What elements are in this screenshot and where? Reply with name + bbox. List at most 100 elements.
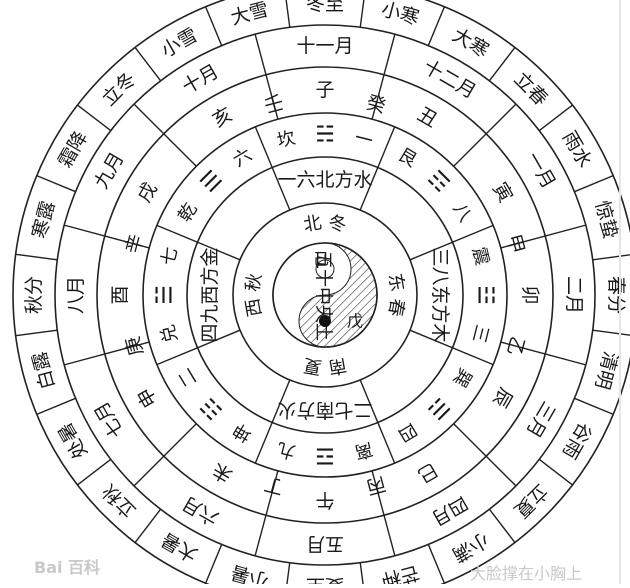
trigram-name: 震: [468, 245, 493, 268]
month-label: 七月: [90, 398, 128, 442]
trigram-symbol-icon: ☰: [196, 166, 228, 198]
trigram-number: 九: [275, 438, 298, 463]
month-divider: [453, 103, 517, 167]
branch-label: 丑: [414, 103, 441, 132]
month-divider: [133, 423, 197, 487]
baidu-watermark: Bai 百科: [34, 558, 101, 577]
month-divider: [371, 34, 396, 120]
author-watermark: 大脸撑在小胸上: [470, 564, 583, 583]
solar-term-divider: [359, 0, 365, 28]
month-label: 五月: [306, 533, 344, 555]
direction-phrase: 一六北方水: [277, 169, 372, 191]
month-divider: [371, 470, 396, 556]
month-label: 一月: [522, 149, 560, 193]
trigram-name: 乾: [174, 199, 201, 225]
heavenly-stem-label: 壬: [262, 92, 286, 118]
heavenly-stem-label: 甲: [502, 232, 528, 256]
month-label: 六月: [179, 492, 223, 530]
branch-label: 亥: [209, 103, 236, 132]
month-divider: [500, 341, 586, 366]
branch-label: 卯: [519, 285, 541, 304]
direction-phrase: 二七南方火: [277, 399, 372, 421]
solar-term-label: 小雪: [158, 24, 202, 62]
trigram-divider: [254, 126, 291, 211]
heavenly-stem-label: 丁: [262, 472, 286, 498]
ring-6: [12, 0, 630, 588]
month-label: 十一月: [296, 35, 353, 57]
center-ji-label: 己: [313, 250, 329, 269]
month-label: 十月: [179, 60, 223, 98]
solar-term-label: 夏至: [306, 575, 344, 584]
solar-term-divider: [77, 458, 112, 486]
trigram-symbol-icon: ☷: [196, 392, 228, 424]
trigram-number: 七: [157, 245, 182, 268]
trigram-number: 四: [394, 418, 420, 445]
solar-term-label: 霜降: [54, 128, 92, 172]
solar-term-divider: [592, 329, 630, 336]
trigram-divider: [359, 126, 396, 211]
solar-term-label: 惊蛰: [591, 198, 622, 240]
heavenly-stem-label: 庚: [122, 334, 148, 358]
season-label: 夏: [302, 354, 323, 378]
solar-term-divider: [538, 458, 573, 486]
solar-term-label: 春分: [605, 276, 627, 314]
trigram-number: 八: [448, 199, 475, 225]
direction-label: 南: [327, 354, 348, 378]
solar-term-label: 小暑: [228, 561, 270, 584]
solar-term-label: 白露: [28, 349, 59, 391]
solar-term-label: 芒种: [379, 561, 421, 584]
solar-term-label: 冬至: [306, 0, 344, 15]
trigram-symbol-icon: ☵: [315, 123, 335, 148]
trigram-symbol-icon: ☴: [422, 392, 454, 424]
branch-label: 巳: [414, 458, 441, 487]
month-divider: [64, 341, 150, 366]
direction-phrase: 四九西方金: [199, 247, 221, 342]
month-divider: [500, 224, 586, 249]
month-label: 三月: [522, 398, 560, 442]
trigram-number: 一: [352, 127, 375, 152]
trigram-symbol-icon: ☱: [153, 285, 178, 305]
trigram-name: 坎: [275, 127, 298, 152]
solar-term-divider: [285, 562, 291, 588]
trigram-divider: [409, 329, 494, 366]
solar-term-divider: [204, 544, 223, 584]
branch-label: 酉: [109, 285, 131, 304]
solar-term-divider: [77, 104, 112, 132]
heavenly-stem-label: 丙: [364, 472, 388, 498]
solar-term-divider: [359, 562, 365, 588]
season-label: 冬: [327, 212, 348, 236]
solar-term-label: 清明: [591, 349, 622, 391]
solar-term-divider: [134, 508, 162, 543]
solar-term-divider: [574, 174, 614, 193]
branch-label: 午: [315, 489, 334, 511]
ring-2: [186, 156, 464, 434]
trigram-name: 离: [352, 438, 375, 463]
branch-label: 寅: [488, 179, 517, 206]
yin-yang-icon: [272, 242, 378, 348]
trigram-divider: [359, 379, 396, 464]
solar-term-divider: [488, 47, 516, 82]
trigram-name: 坤: [229, 418, 255, 445]
solar-term-label: 处暑: [54, 419, 92, 463]
direction-label: 东: [384, 272, 408, 293]
heavenly-stem-label: 癸: [364, 92, 388, 118]
ring-4: [96, 66, 554, 524]
solar-term-divider: [488, 508, 516, 543]
solar-term-divider: [36, 174, 76, 193]
solar-term-divider: [15, 329, 58, 337]
month-label: 二月: [563, 276, 585, 314]
branch-label: 辰: [488, 384, 517, 411]
solar-term-divider: [285, 0, 291, 28]
solar-term-label: 大暑: [158, 528, 202, 566]
month-divider: [453, 423, 517, 487]
heavenly-stem-label: 乙: [502, 334, 528, 358]
trigram-symbol-icon: ☶: [422, 166, 454, 198]
month-divider: [254, 34, 279, 120]
trigram-symbol-icon: ☳: [473, 285, 498, 305]
solar-term-divider: [427, 6, 446, 46]
ring-3: [142, 112, 508, 478]
trigram-name: 巽: [448, 364, 475, 390]
trigram-name: 艮: [394, 144, 420, 171]
